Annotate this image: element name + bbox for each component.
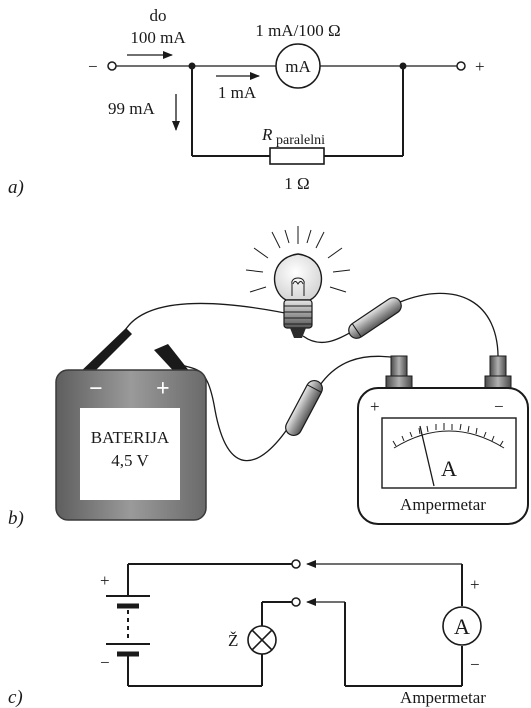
a-label-1ma: 1 mA [218, 83, 257, 102]
diagram-c: + − Ž A + − Ampermetar c) [8, 559, 486, 708]
a-plus-sign: + [475, 57, 485, 76]
b-meter-post-minus [484, 355, 512, 391]
b-meter-post-plus [385, 355, 413, 391]
diagram-b: − + BATERIJA 4,5 V + − [8, 226, 529, 529]
b-wire-battery-to-lamp [121, 302, 301, 337]
a-right-terminal [456, 61, 466, 71]
b-battery-line1: BATERIJA [91, 428, 170, 447]
c-part-label: c) [8, 687, 23, 708]
a-label-99ma: 99 mA [108, 99, 155, 118]
b-meter-minus: − [494, 397, 504, 416]
b-meter-caption: Ampermetar [400, 495, 486, 514]
b-meter-symbol: A [441, 456, 457, 481]
a-label-do: do [150, 6, 167, 25]
a-milliammeter [275, 43, 321, 89]
b-battery-label-panel [80, 408, 180, 500]
b-part-label: b) [8, 508, 24, 529]
c-meter-symbol: A [454, 614, 470, 639]
b-wire-lamp-to-probe [302, 329, 356, 344]
a-shunt-label-sub: paralelni [276, 133, 325, 148]
a-shunt-value: 1 Ω [284, 174, 309, 193]
b-probe-lower [285, 379, 323, 437]
b-battery-clip-minus [76, 328, 132, 380]
b-meter-scale-ticks [392, 423, 504, 447]
b-bulb-glass [273, 253, 323, 301]
b-probe-upper [348, 297, 402, 339]
b-wire-probe-to-meter-minus [399, 292, 499, 363]
a-shunt-label-main: R [261, 125, 273, 144]
b-battery-minus: − [89, 376, 103, 402]
a-left-terminal [107, 61, 117, 71]
b-wire-probe-to-meter [317, 355, 399, 389]
a-meter-rating: 1 mA/100 Ω [255, 21, 340, 40]
diagram-a: − + mA do 100 mA 1 mA/100 Ω 1 mA 99 mA R… [8, 6, 485, 198]
b-bulb-tip [290, 328, 306, 338]
c-terminal-upper [291, 559, 301, 569]
b-meter-scale-arc [393, 430, 505, 449]
b-battery-plus: + [156, 376, 170, 402]
b-meter-window [381, 417, 517, 489]
b-bulb-filament [291, 277, 305, 296]
b-battery-line2: 4,5 V [111, 451, 149, 470]
c-battery-plus: + [100, 571, 110, 590]
c-lamp-label: Ž [228, 631, 238, 650]
b-meter-needle [419, 425, 435, 487]
a-node-right [399, 62, 407, 70]
c-meter-minus: − [470, 655, 480, 674]
c-terminal-lower [291, 597, 301, 607]
c-meter-caption: Ampermetar [400, 688, 486, 707]
c-battery-minus: − [100, 653, 110, 672]
a-part-label: a) [8, 177, 24, 198]
a-meter-symbol: mA [285, 57, 311, 76]
c-ammeter [442, 606, 482, 646]
b-bulb-rays [245, 226, 351, 293]
a-node-left [188, 62, 196, 70]
c-meter-plus: + [470, 575, 480, 594]
a-shunt-resistor [269, 147, 325, 165]
a-minus-sign: − [88, 57, 98, 76]
a-label-100ma: 100 mA [130, 28, 186, 47]
b-meter-plus: + [370, 397, 380, 416]
